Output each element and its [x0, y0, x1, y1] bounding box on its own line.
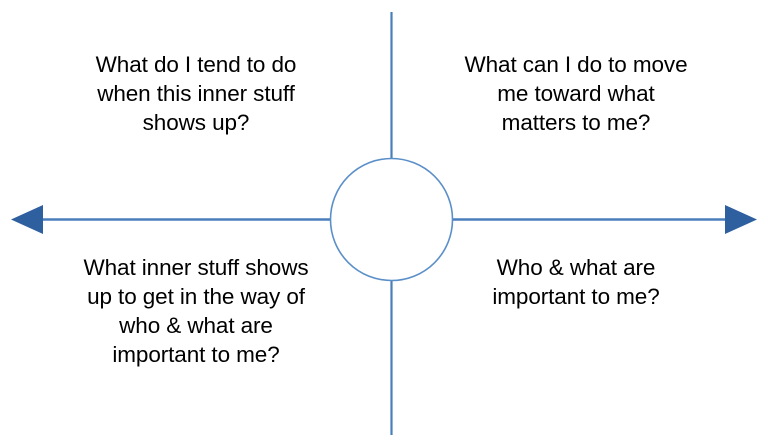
quadrant-text-bottom-right: Who & what are important to me?: [492, 255, 660, 309]
right-arrowhead-icon: [725, 205, 757, 234]
left-arrowhead-icon: [11, 205, 43, 234]
quadrant-text-bottom-left: What inner stuff shows up to get in the …: [83, 255, 309, 367]
quadrant-text-top-right: What can I do to move me toward what mat…: [464, 52, 688, 135]
center-circle: [329, 157, 454, 282]
quadrant-text-top-left: What do I tend to do when this inner stu…: [95, 52, 297, 135]
